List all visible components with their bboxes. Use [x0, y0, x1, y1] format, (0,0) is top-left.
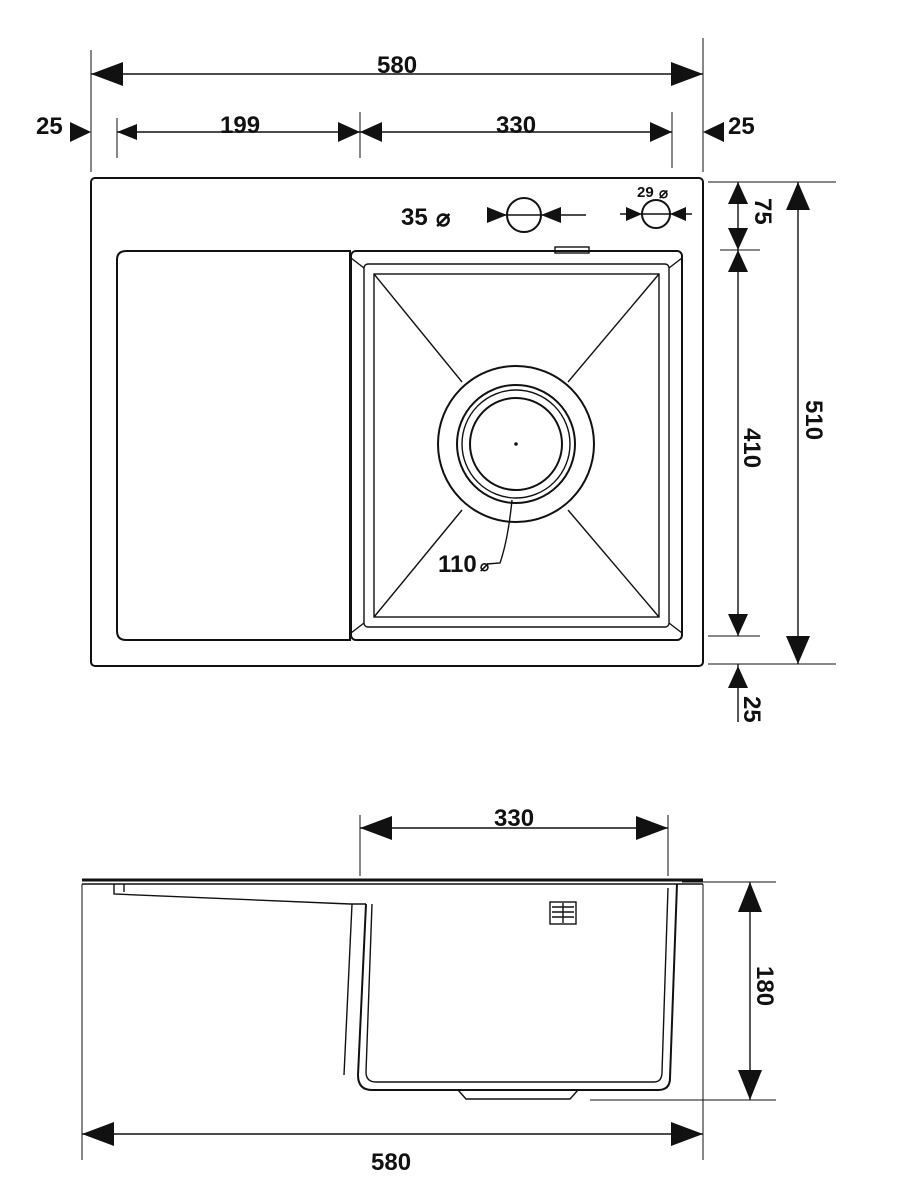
bowl-outline-outer — [350, 250, 683, 641]
arrow-330-left — [360, 122, 382, 142]
overflow-grill-icon — [549, 901, 577, 925]
side-bowl-outer — [356, 883, 678, 1091]
corner-mark-tl — [350, 257, 365, 269]
arrow-199-right — [338, 122, 360, 142]
drain-diameter-symbol: ⌀ — [480, 558, 489, 575]
sink-outline — [90, 177, 704, 667]
hole-29-arrow-left — [626, 207, 642, 221]
drain-diameter-label: 110 — [438, 551, 477, 578]
arrow-580-right — [671, 62, 703, 86]
side-dim-330-label: 330 — [494, 805, 534, 832]
dim-25-bottom-label: 25 — [738, 696, 765, 723]
dim-199-label: 199 — [220, 112, 260, 139]
bowl-diagonal-br — [567, 509, 660, 618]
tap-hole-35-diameter-symbol: ⌀ — [436, 205, 451, 232]
drainboard-outline — [116, 250, 351, 641]
side-arrow-330-right — [636, 816, 668, 840]
side-bowl-inner-wall — [365, 887, 669, 1083]
arrow-510-bottom — [786, 636, 810, 664]
arrow-580-left — [91, 62, 123, 86]
corner-mark-tr — [668, 257, 683, 269]
arrow-410-bottom — [728, 614, 748, 636]
dim-25-left-label: 25 — [36, 113, 63, 140]
bowl-diagonal-tl — [373, 273, 463, 383]
arrow-330-right — [650, 122, 672, 142]
side-dim-180-label: 180 — [751, 966, 778, 1006]
arrow-25-right — [703, 122, 724, 142]
drain-outer-ring — [437, 365, 595, 523]
dim-75-label: 75 — [749, 198, 776, 225]
arrow-410-top — [728, 250, 748, 272]
dim-410-label: 410 — [738, 428, 765, 468]
hole-29-arrow-right — [670, 207, 686, 221]
tap-hole-35-arrow-left — [487, 207, 507, 223]
side-view: 330 180 580 — [81, 805, 778, 1176]
side-dim-580-label: 580 — [371, 1149, 411, 1176]
side-bowl-inner — [343, 903, 353, 1076]
arrow-75-top — [728, 182, 748, 204]
drain-leader-line — [486, 499, 513, 565]
drain-center — [514, 442, 518, 446]
dim-25-right-label: 25 — [728, 113, 755, 140]
hole-29-diameter-symbol: ⌀ — [659, 185, 668, 202]
arrow-25-left — [70, 122, 91, 142]
bowl-outline-mid — [363, 263, 670, 628]
overflow-slot — [554, 246, 590, 254]
arrow-199-left — [117, 124, 137, 140]
plan-view: 110 ⌀ 35 ⌀ 29 ⌀ 580 199 330 — [36, 38, 836, 723]
bowl-outline-inner — [373, 273, 660, 618]
side-arrow-580-left — [82, 1122, 114, 1146]
side-arrow-180-bottom — [738, 1070, 762, 1100]
drain-ring-3 — [461, 389, 571, 499]
arrow-75-bottom — [728, 228, 748, 250]
tap-hole-35-label: 35 — [401, 204, 428, 231]
dim-580-top-label: 580 — [377, 52, 417, 79]
hole-29-label: 29 — [637, 184, 654, 201]
bowl-diagonal-bl — [373, 509, 463, 618]
dim-510-label: 510 — [800, 400, 827, 440]
drain-ring-2 — [456, 384, 576, 504]
side-arrow-580-right — [671, 1122, 703, 1146]
tap-hole-35-arrow-right — [541, 207, 561, 223]
corner-mark-br — [668, 622, 683, 634]
side-arrow-330-left — [360, 816, 392, 840]
corner-mark-bl — [350, 622, 365, 634]
arrow-25-bottom — [728, 666, 748, 688]
side-drain-outlet — [457, 1089, 579, 1100]
side-drainboard — [113, 884, 366, 905]
drain-ring-4 — [469, 397, 563, 491]
dim-330-top-label: 330 — [496, 112, 536, 139]
side-arrow-180-top — [738, 882, 762, 912]
bowl-diagonal-tr — [567, 273, 660, 383]
arrow-510-top — [786, 182, 810, 210]
